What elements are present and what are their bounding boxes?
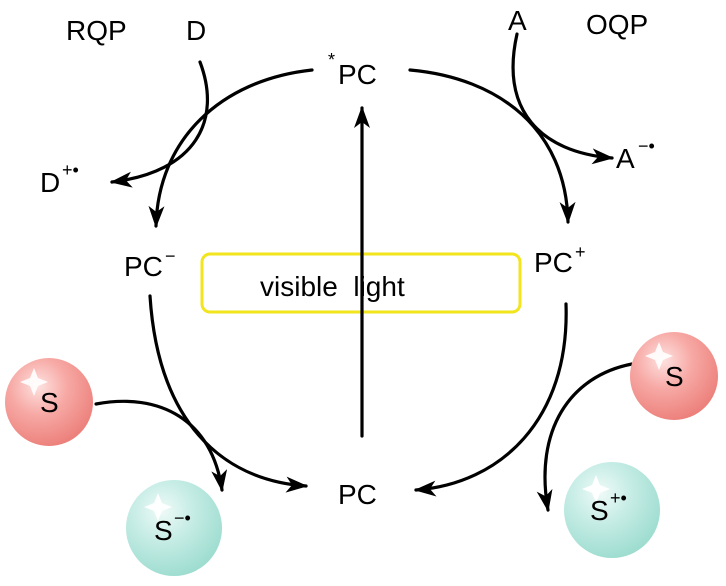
product-right-sup: +• (610, 488, 627, 508)
arrow-pc-excited-to-pc-oxidized (408, 68, 576, 224)
pc-reduced-sup: − (165, 246, 176, 266)
pc-ground-label: PC (338, 479, 377, 510)
pc-oxidized-sup: + (575, 242, 586, 262)
product-left-sup: −• (174, 508, 191, 528)
substrate-sphere-right (630, 332, 718, 420)
arrow-pc-excited-to-pc-reduced (148, 68, 314, 228)
pc-reduced-label: PC (124, 251, 163, 282)
acceptor-radical-anion-label: A (616, 143, 635, 174)
arrow-pc-reduced-to-pc (148, 294, 308, 493)
product-sphere-right (564, 462, 660, 558)
product-sphere-left (126, 480, 222, 576)
substrate-left-label: S (40, 387, 59, 418)
substrate-right-label: S (665, 361, 684, 392)
rqp-label: RQP (66, 15, 127, 46)
arrow-substrate-to-reduced-product (94, 399, 228, 492)
donor-radical-cation-sup: +• (62, 160, 79, 180)
arrow-pc-oxidized-to-pc (414, 302, 568, 497)
visible-light-label: visible light (260, 271, 405, 302)
oqp-label: OQP (586, 9, 648, 40)
product-right-label: S (590, 495, 609, 526)
product-left-label: S (154, 515, 173, 546)
donor-radical-cation-label: D (40, 167, 60, 198)
substrate-sphere-left (5, 358, 93, 446)
pc-excited-label: PC (338, 59, 377, 90)
acceptor-label: A (508, 5, 527, 36)
donor-label: D (186, 15, 206, 46)
pc-excited-star: * (328, 50, 335, 70)
acceptor-radical-anion-sup: −• (638, 136, 655, 156)
arrow-donor-to-radical-cation (110, 60, 209, 188)
pc-oxidized-label: PC (534, 247, 573, 278)
arrow-acceptor-to-radical-anion (511, 32, 614, 165)
arrow-substrate-to-oxidized-product (536, 362, 634, 512)
